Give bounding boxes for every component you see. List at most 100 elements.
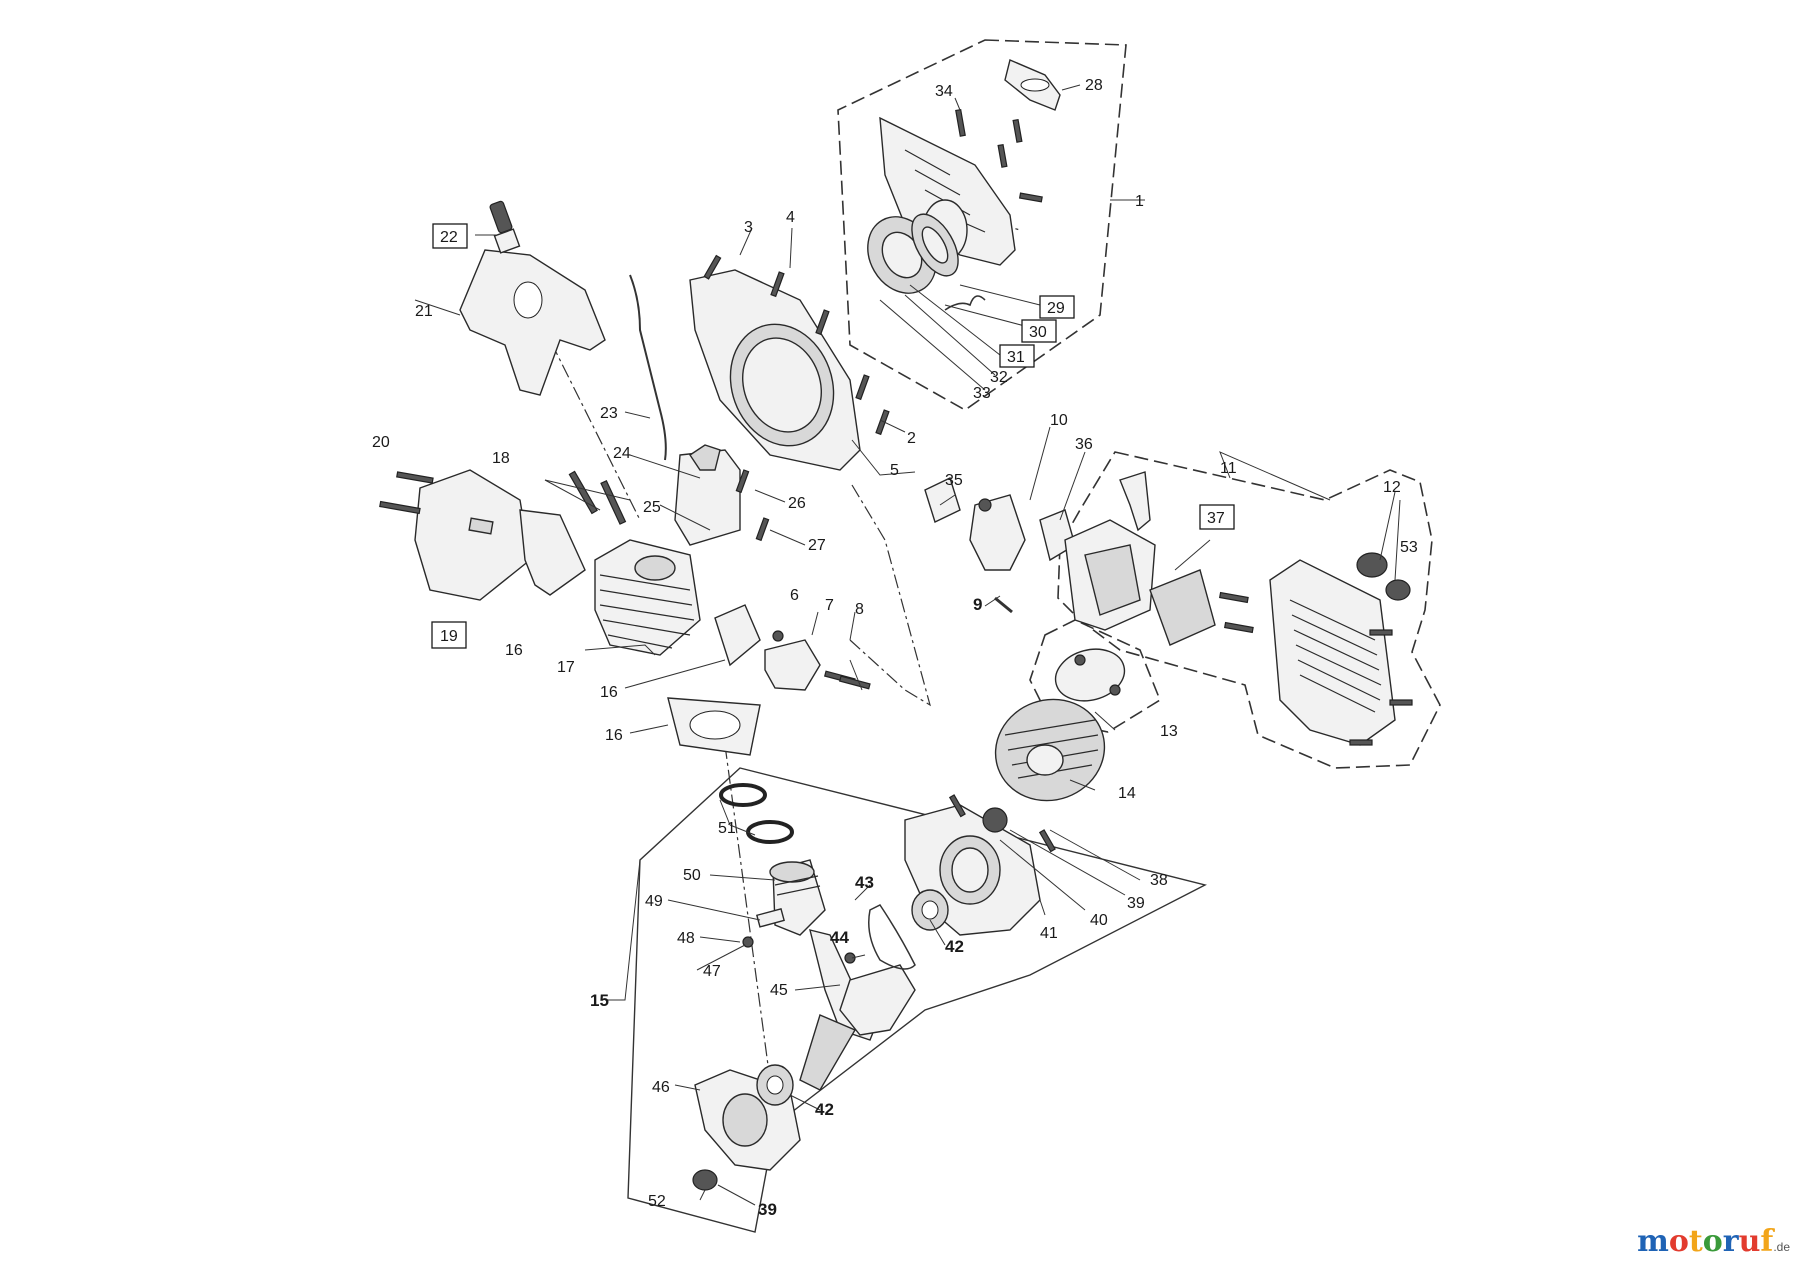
boxed-labels	[431, 223, 1235, 649]
label-42b: 42	[815, 1100, 834, 1119]
label-52: 52	[648, 1193, 666, 1210]
group-outline-1	[837, 39, 1127, 411]
alignment-line-carb	[849, 484, 931, 707]
label-40: 40	[1090, 912, 1108, 929]
choke-lever	[1119, 471, 1151, 532]
label-41: 41	[1040, 925, 1058, 942]
label-13: 13	[1160, 723, 1178, 740]
label-50: 50	[683, 867, 701, 884]
muffler	[414, 469, 531, 601]
label-53: 53	[1400, 539, 1418, 556]
starter-handle-hole	[1020, 78, 1050, 92]
label-37: 37	[1207, 510, 1225, 527]
intake-screw-b	[838, 675, 871, 690]
label-14: 14	[1118, 785, 1136, 802]
logo-letter: u	[1738, 1224, 1761, 1259]
label-7: 7	[825, 597, 834, 614]
throttle-link	[994, 596, 1013, 614]
label-31: 31	[1007, 349, 1025, 366]
label-28: 28	[1085, 77, 1103, 94]
intake-nut	[772, 630, 784, 642]
label-34: 34	[935, 83, 953, 100]
bearing-upper-inner	[921, 900, 939, 920]
spark-plug	[489, 200, 521, 254]
label-23: 23	[600, 405, 618, 422]
label-49: 49	[645, 893, 663, 910]
cover-knob	[1356, 552, 1411, 601]
label-17: 17	[557, 659, 575, 676]
cylinder-gasket-bore	[689, 710, 741, 740]
oil-seal-upper	[982, 807, 1008, 833]
cylinder	[594, 539, 701, 656]
logo-letter: f	[1760, 1224, 1774, 1259]
label-51: 51	[718, 820, 736, 837]
crankshaft	[799, 929, 916, 1091]
cylinder-cover	[459, 249, 606, 396]
air-filter	[1149, 569, 1216, 646]
label-24: 24	[613, 445, 631, 462]
air-filter-cover	[1269, 559, 1396, 746]
group-outline-11	[1057, 451, 1441, 769]
label-1: 1	[1135, 193, 1144, 210]
label-32: 32	[990, 369, 1008, 386]
cylinder-cover-hole	[513, 281, 543, 319]
logo-letter: o	[1702, 1224, 1723, 1259]
alignment-line-plug	[539, 319, 641, 521]
label-11: 11	[1220, 460, 1237, 477]
bearing-lower-inner	[766, 1075, 784, 1095]
ignition-coil	[674, 449, 741, 546]
carburetor	[969, 494, 1026, 571]
leader-lines	[414, 84, 1401, 1206]
logo-suffix: .de	[1773, 1240, 1790, 1254]
ignition-coil-cap	[689, 444, 721, 471]
flywheel	[994, 698, 1106, 802]
label-19: 19	[440, 628, 458, 645]
label-8: 8	[855, 601, 864, 618]
label-29: 29	[1047, 300, 1065, 317]
label-5: 5	[890, 462, 899, 479]
label-36: 36	[1075, 436, 1093, 453]
label-12: 12	[1383, 479, 1401, 496]
piston-pin	[755, 907, 785, 928]
label-27: 27	[808, 537, 826, 554]
intake-manifold	[764, 639, 821, 691]
piston-ring-b	[746, 820, 794, 844]
carb-gasket	[924, 477, 961, 523]
label-48: 48	[677, 930, 695, 947]
label-2: 2	[907, 430, 916, 447]
piston-ring-a	[719, 783, 767, 807]
label-43: 43	[855, 873, 874, 892]
label-20: 20	[372, 434, 390, 451]
label-15: 15	[590, 991, 609, 1010]
label-22: 22	[440, 229, 458, 246]
label-25: 25	[643, 499, 661, 516]
fan-housing	[689, 269, 861, 471]
label-6: 6	[790, 587, 799, 604]
label-47: 47	[703, 963, 721, 980]
label-33: 33	[973, 385, 991, 402]
ignition-wire	[629, 274, 667, 461]
logo-letter: m	[1637, 1224, 1669, 1259]
group-outline-13	[1029, 619, 1161, 733]
crankcase-nut	[844, 952, 856, 964]
oil-seal-lower	[692, 1169, 718, 1191]
intake-gasket	[714, 604, 761, 667]
air-filter-housing	[1064, 519, 1156, 631]
label-10: 10	[1050, 412, 1068, 429]
piston	[769, 859, 826, 936]
crankcase-gasket	[868, 904, 916, 970]
starter-pawl-spring	[944, 295, 986, 311]
label-39b: 39	[758, 1200, 777, 1219]
label-44: 44	[830, 928, 849, 947]
label-46: 46	[652, 1079, 670, 1096]
label-16c: 16	[605, 727, 623, 744]
muffler-screw-b	[379, 500, 421, 515]
label-16b: 16	[600, 684, 618, 701]
label-39a: 39	[1127, 895, 1145, 912]
label-4: 4	[786, 209, 795, 226]
logo-letter: t	[1688, 1224, 1703, 1259]
label-3: 3	[744, 219, 753, 236]
label-21: 21	[415, 303, 433, 320]
piston-clip	[742, 936, 754, 948]
